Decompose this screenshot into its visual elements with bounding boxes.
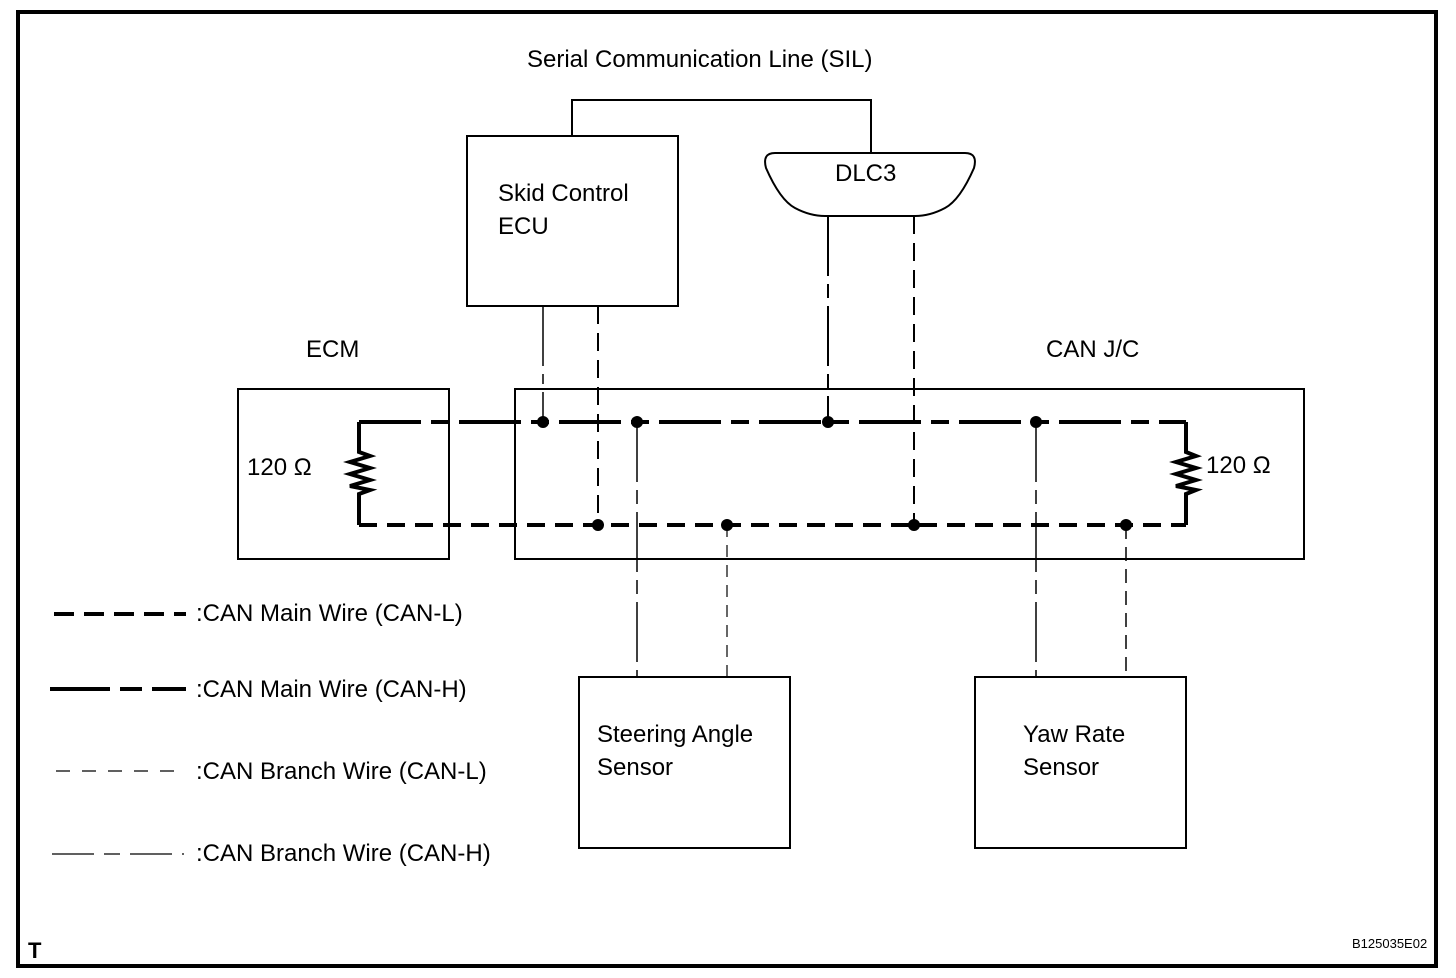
junction-dot — [631, 416, 643, 428]
ecm-resistor-value: 120 Ω — [247, 454, 312, 481]
junction-dot — [908, 519, 920, 531]
can-jc-box — [514, 388, 1305, 560]
jc-resistor — [1169, 422, 1203, 525]
skid-control-ecu-label-line2: ECU — [498, 213, 549, 240]
sil-title: Serial Communication Line (SIL) — [527, 46, 873, 73]
ecm-box — [237, 388, 450, 560]
legend-label-can-branch-h: :CAN Branch Wire (CAN-H) — [196, 840, 491, 867]
dlc3-label: DLC3 — [835, 160, 897, 187]
steering-angle-sensor-label-line2: Sensor — [597, 754, 674, 781]
can-jc-label: CAN J/C — [1046, 336, 1140, 363]
junction-dot — [592, 519, 604, 531]
legend-label-can-main-l: :CAN Main Wire (CAN-L) — [196, 600, 463, 627]
junction-dot — [1030, 416, 1042, 428]
ecm-label: ECM — [306, 336, 360, 363]
junction-dot — [537, 416, 549, 428]
yaw-rate-sensor-label-line1: Yaw Rate — [1023, 721, 1126, 748]
corner-mark: T — [28, 938, 42, 963]
skid-control-ecu-label-line1: Skid Control — [498, 180, 629, 207]
yaw-rate-sensor-box — [974, 676, 1187, 849]
yaw-rate-sensor-label-line2: Sensor — [1023, 754, 1100, 781]
figure-frame — [16, 10, 1438, 968]
skid-control-ecu-box — [466, 135, 679, 307]
legend-label-can-main-h: :CAN Main Wire (CAN-H) — [196, 676, 467, 703]
junction-dot — [1120, 519, 1132, 531]
steering-angle-sensor-label-line1: Steering Angle — [597, 721, 754, 748]
sil-line — [571, 99, 872, 153]
junction-dot — [721, 519, 733, 531]
steering-angle-sensor-box — [578, 676, 791, 849]
legend-label-can-branch-l: :CAN Branch Wire (CAN-L) — [196, 758, 487, 785]
ecm-resistor — [343, 422, 378, 525]
jc-resistor-value: 120 Ω — [1206, 452, 1271, 479]
figure-id: B125035E02 — [1352, 936, 1428, 951]
junction-dot — [822, 416, 834, 428]
